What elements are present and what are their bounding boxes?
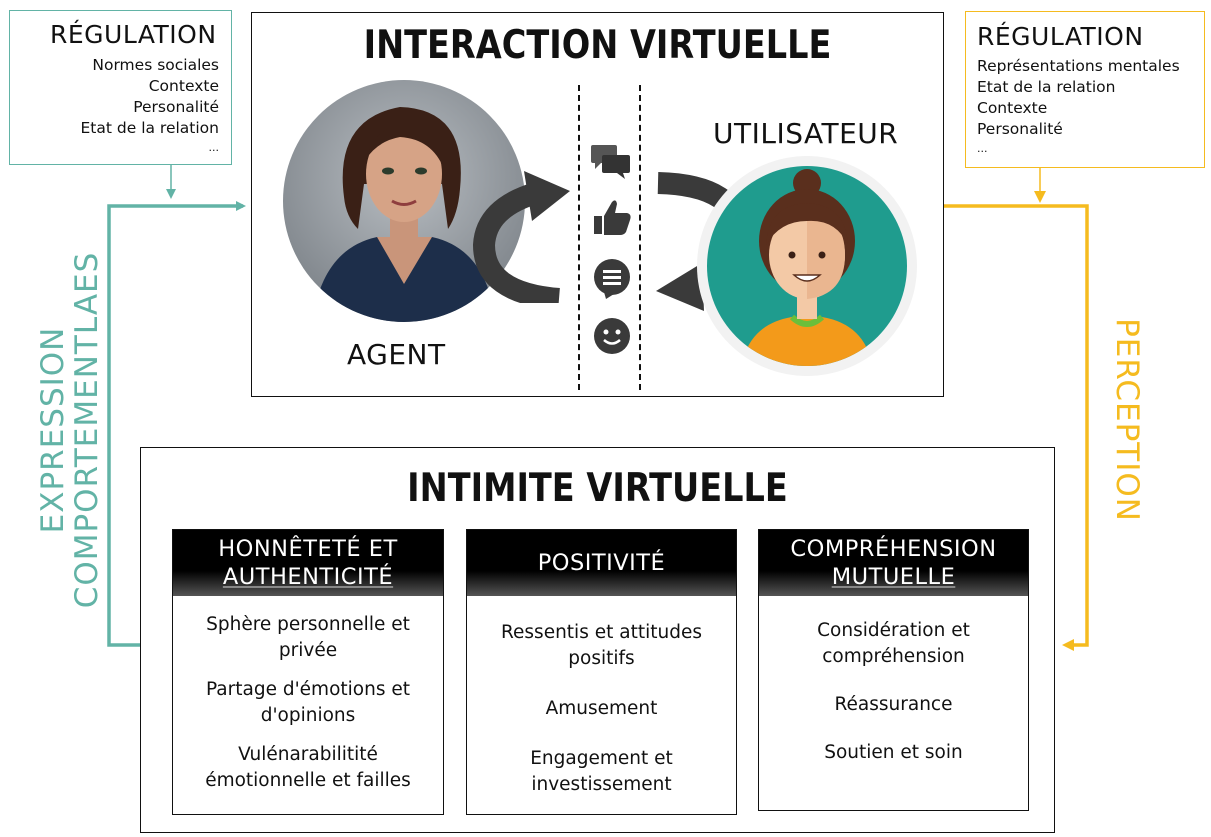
channel-separator-right xyxy=(639,85,641,390)
category-item: Considération et compréhension xyxy=(817,620,970,667)
user-label: UTILISATEUR xyxy=(713,117,899,150)
agent-exchange-arrow xyxy=(472,171,570,303)
category-body: Ressentis et attitudes positifs Amusemen… xyxy=(467,596,736,798)
smiley-icon xyxy=(594,318,630,354)
regulation-right-item: Représentations mentales xyxy=(977,57,1180,75)
category-header-line: COMPRÉHENSION xyxy=(790,536,997,562)
thumbs-up-icon xyxy=(594,200,631,235)
user-avatar xyxy=(697,156,917,376)
regulation-left-item: ... xyxy=(208,141,220,154)
regulation-right-item: Contexte xyxy=(977,99,1048,117)
regulation-right-item: ... xyxy=(977,142,988,155)
perception-label: PERCEPTION xyxy=(1109,318,1145,522)
category-header: COMPRÉHENSION MUTUELLE xyxy=(759,530,1028,596)
agent-avatar xyxy=(283,80,525,322)
regulation-left-item: Contexte xyxy=(148,77,219,95)
category-header-line: AUTHENTICITÉ xyxy=(222,564,394,590)
agent-label: AGENT xyxy=(347,338,446,371)
category-item: Engagement et investissement xyxy=(530,748,673,795)
category-item: Réassurance xyxy=(834,694,953,715)
regulation-left-item: Etat de la relation xyxy=(80,119,219,137)
regulation-right-list: Représentations mentales Etat de la rela… xyxy=(977,56,1180,158)
expression-label: EXPRESSION COMPORTEMENTLAES xyxy=(35,251,105,609)
chat-bubbles-icon xyxy=(591,145,630,179)
interaction-title: INTERACTION VIRTUELLE xyxy=(363,23,832,68)
category-item: Amusement xyxy=(545,698,658,719)
regulation-left-box: RÉGULATION Normes sociales Contexte Pers… xyxy=(9,10,232,165)
channel-separator-left xyxy=(578,85,580,390)
message-icon xyxy=(594,259,630,299)
left-loop-line xyxy=(107,201,246,647)
category-header-line: MUTUELLE xyxy=(831,564,956,590)
expression-label-line1: EXPRESSION xyxy=(35,326,71,534)
interaction-box: INTERACTION VIRTUELLE xyxy=(251,12,944,397)
category-item: Partage d'émotions et d'opinions xyxy=(205,679,410,726)
category-positivite: POSITIVITÉ Ressentis et attitudes positi… xyxy=(466,529,737,815)
category-item: Ressentis et attitudes positifs xyxy=(501,622,702,669)
regulation-left-item: Personalité xyxy=(133,98,219,116)
category-header: POSITIVITÉ xyxy=(467,530,736,596)
regulation-right-item: Etat de la relation xyxy=(977,78,1116,96)
regulation-right-item: Personalité xyxy=(977,120,1063,138)
category-header-line: POSITIVITÉ xyxy=(537,550,666,576)
category-header: HONNÊTETÉ ET AUTHENTICITÉ xyxy=(173,530,443,596)
intimite-title: INTIMITE VIRTUELLE xyxy=(407,466,788,511)
intimite-box: INTIMITE VIRTUELLE HONNÊTETÉ ET AUTHENTI… xyxy=(140,447,1055,833)
category-body: Considération et compréhension Réassuran… xyxy=(759,596,1028,766)
category-body: Sphère personnelle et privée Partage d'é… xyxy=(173,596,443,794)
category-item: Sphère personnelle et privée xyxy=(206,614,410,661)
regulation-right-title: RÉGULATION xyxy=(977,22,1144,51)
regulation-left-list: Normes sociales Contexte Personalité Eta… xyxy=(81,55,219,157)
regulation-left-title: RÉGULATION xyxy=(50,20,217,49)
category-comprehension: COMPRÉHENSION MUTUELLE Considération et … xyxy=(758,529,1029,811)
expression-label-line2: COMPORTEMENTLAES xyxy=(69,251,105,609)
regulation-left-item: Normes sociales xyxy=(92,56,219,74)
regulation-right-box: RÉGULATION Représentations mentales Etat… xyxy=(965,11,1205,168)
right-loop-line xyxy=(944,204,1089,651)
category-header-line: HONNÊTETÉ ET xyxy=(218,536,398,562)
category-item: Soutien et soin xyxy=(824,742,963,763)
category-item: Vulénarabilitité émotionnelle et failles xyxy=(205,744,411,791)
category-honnetete: HONNÊTETÉ ET AUTHENTICITÉ Sphère personn… xyxy=(172,529,444,815)
